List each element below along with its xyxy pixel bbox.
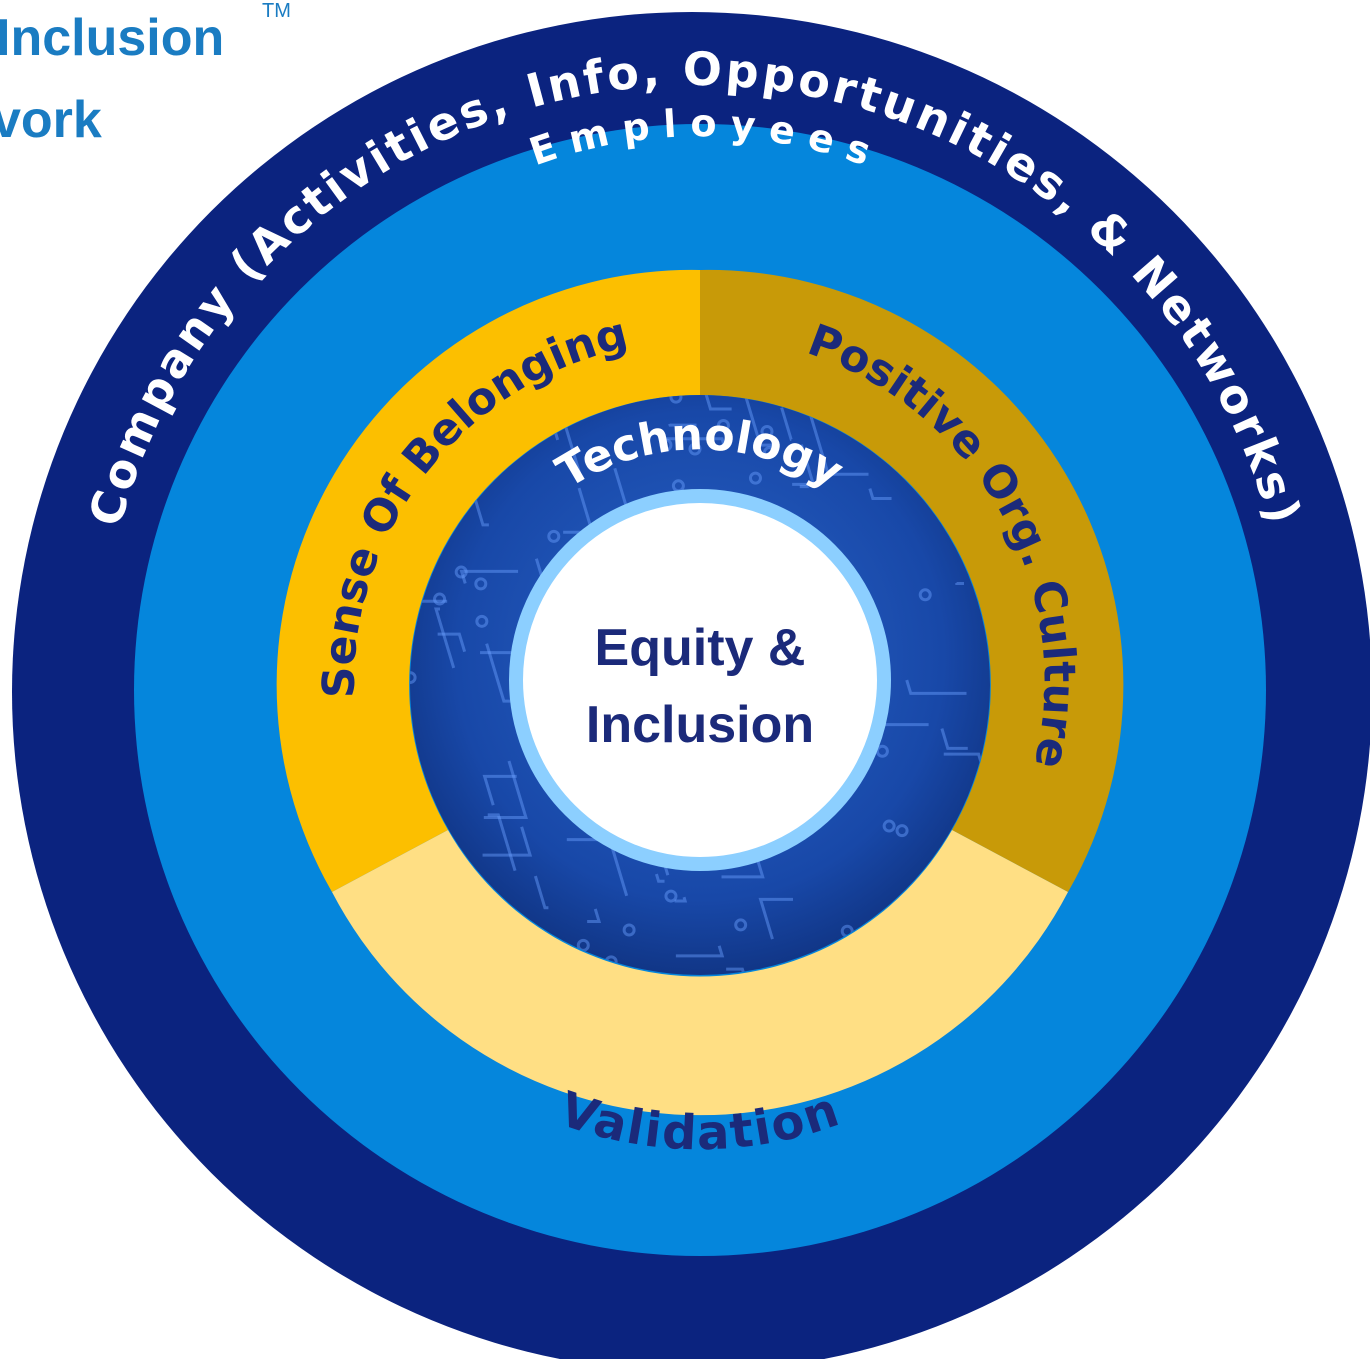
- circuit-trace: [459, 569, 519, 584]
- circuit-trace: [675, 945, 725, 958]
- circuit-trace: [482, 826, 533, 857]
- framework-title: Inclusion TM vork: [0, 0, 320, 160]
- circuit-pad: [762, 446, 776, 460]
- circuit-trace: [758, 897, 793, 940]
- circuit-trace: [940, 728, 968, 750]
- circuit-pad: [547, 529, 561, 543]
- circuit-trace: [674, 896, 688, 903]
- circuit-trace: [792, 444, 816, 486]
- circuit-trace: [955, 581, 965, 585]
- circuit-trace: [483, 760, 528, 820]
- circuit-trace: [654, 873, 665, 883]
- circuit-pad: [576, 938, 590, 952]
- circuit-pad: [664, 889, 678, 903]
- values-ring: [276, 269, 1124, 1116]
- circuit-pad: [474, 577, 488, 591]
- circuit-trace: [665, 437, 726, 446]
- circuit-trace: [905, 679, 967, 695]
- circuit-pad: [669, 395, 683, 404]
- circuit-trace: [808, 413, 869, 476]
- sense-of-belonging-segment: [276, 269, 700, 892]
- circuit-trace: [437, 632, 467, 653]
- circuit-trace: [533, 875, 549, 910]
- circuit-pad: [875, 744, 889, 758]
- circuit-trace: [726, 967, 756, 975]
- circuit-trace: [868, 488, 892, 500]
- core-label-line-2: Inclusion: [586, 696, 814, 754]
- circuit-trace: [487, 813, 517, 872]
- circuit-trace: [703, 395, 732, 411]
- trademark-mark: TM: [262, 0, 291, 22]
- circuit-trace: [482, 774, 517, 806]
- circuit-pad: [918, 588, 932, 602]
- circuit-pad: [475, 614, 489, 628]
- core-label-line-1: Equity &: [595, 619, 806, 677]
- positive-culture-segment: [700, 269, 1124, 893]
- circuit-pad: [760, 425, 774, 439]
- circuit-pad: [622, 923, 636, 937]
- circuit-pad: [882, 819, 896, 833]
- circuit-pad: [659, 438, 673, 452]
- circuit-pad: [734, 918, 748, 932]
- circuit-pad: [433, 592, 447, 606]
- circuit-pad: [716, 419, 730, 433]
- circuit-trace: [780, 407, 793, 441]
- circuit-pad: [454, 565, 468, 579]
- circuit-pad: [688, 442, 702, 456]
- equity-inclusion-core: [509, 489, 891, 871]
- circuit-trace: [744, 397, 772, 447]
- circuit-pad: [748, 471, 762, 485]
- title-line-2: vork: [0, 91, 102, 149]
- circuit-trace: [799, 484, 810, 489]
- circuit-trace: [587, 908, 602, 923]
- validation-segment: [332, 830, 1068, 1116]
- circuit-pad: [895, 824, 909, 838]
- circuit-trace: [434, 607, 456, 669]
- circuit-trace: [668, 423, 697, 427]
- title-line-1: Inclusion: [0, 9, 225, 67]
